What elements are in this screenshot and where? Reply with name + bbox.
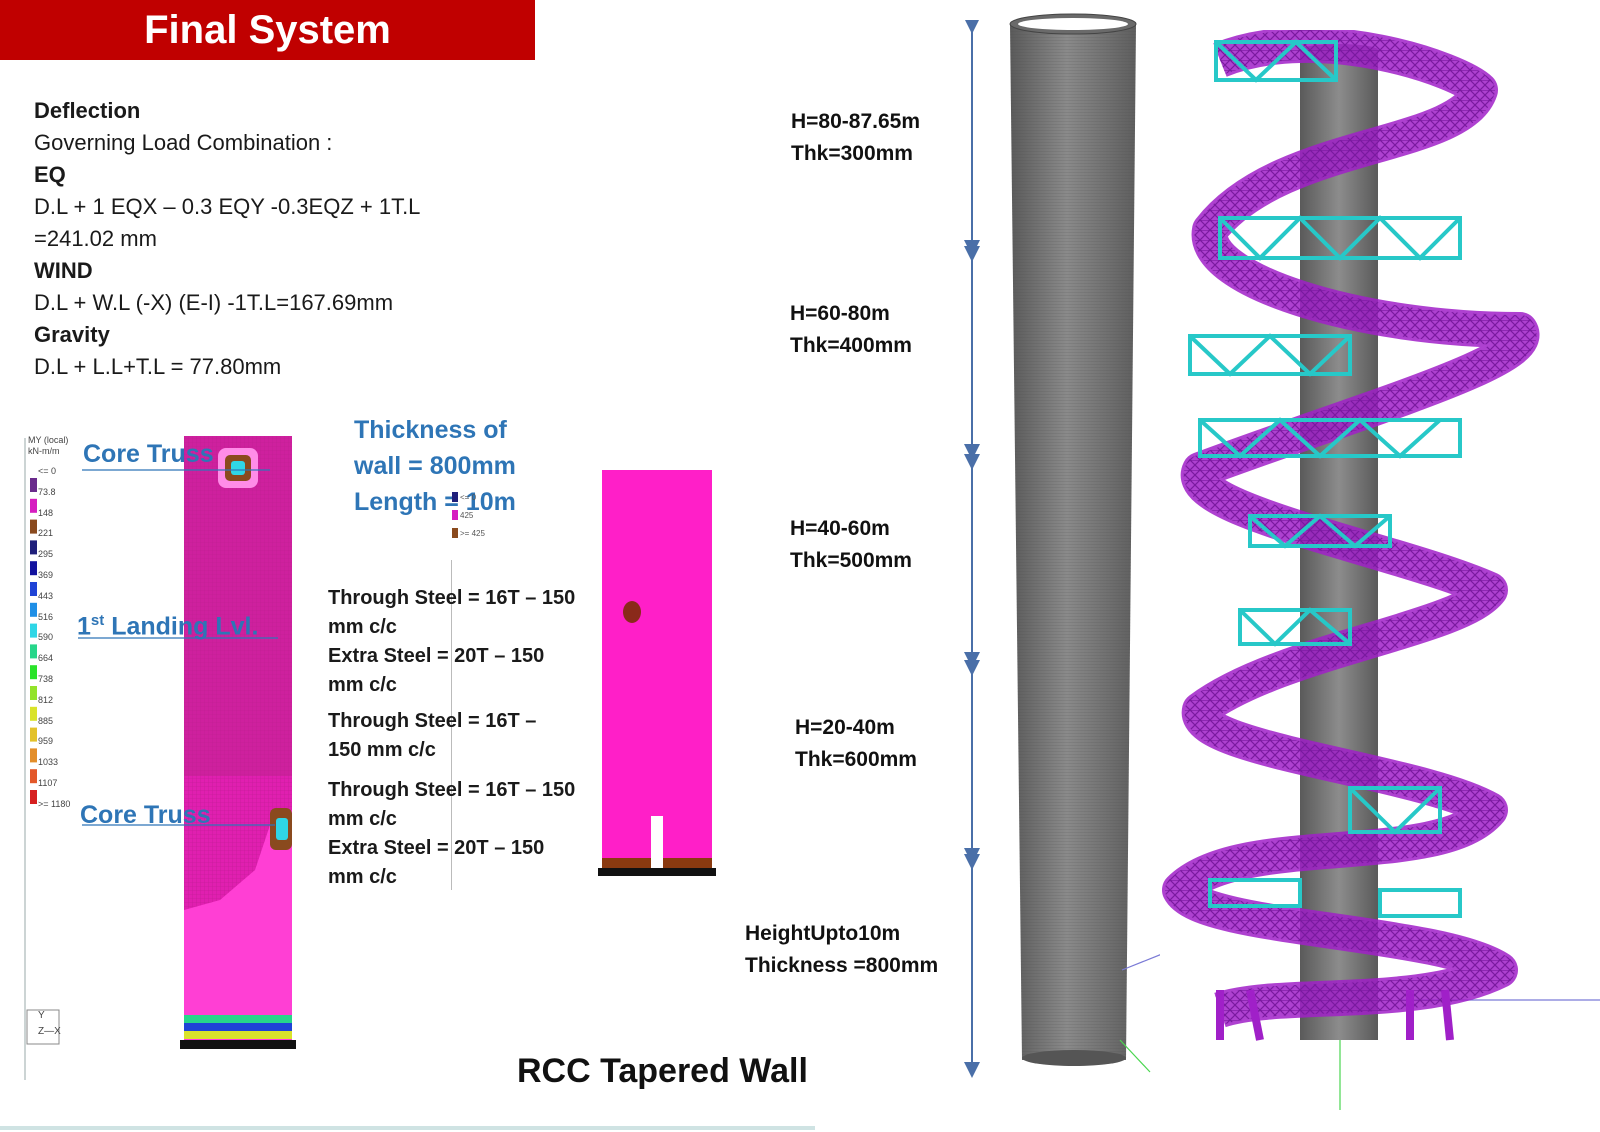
legend-value: 148 xyxy=(38,507,54,518)
core-truss-top-label: Core Truss xyxy=(83,440,214,468)
upper-contour-zone xyxy=(184,436,292,776)
steel-note-8: mm c/c xyxy=(328,808,397,830)
legend-value: 73.8 xyxy=(38,486,56,497)
steel-divider xyxy=(451,560,452,890)
legend-value: 590 xyxy=(38,632,54,643)
legend-value: 812 xyxy=(38,694,54,705)
wall-opening xyxy=(651,816,663,870)
legend-value: 1107 xyxy=(38,778,58,788)
wind-combination: D.L + W.L (-X) (E-I) -1T.L=167.69mm xyxy=(34,290,394,315)
height-dimension-line xyxy=(964,20,980,1078)
legend-swatch xyxy=(30,498,37,513)
legend-value: 664 xyxy=(38,653,54,664)
legend-swatch xyxy=(30,727,37,742)
legend-title: MY (local) kN-m/m xyxy=(28,435,69,456)
gravity-heading: Gravity xyxy=(34,322,110,347)
legend-value: 295 xyxy=(38,549,54,560)
core-truss-bottom-label: Core Truss xyxy=(80,801,211,829)
contour-legend xyxy=(30,478,37,804)
wall-elevation-base xyxy=(598,868,716,876)
legend-swatch xyxy=(30,582,37,596)
eq-heading: EQ xyxy=(34,162,66,187)
axis-zx-label: Z—X xyxy=(38,1026,61,1037)
steel-note-7: Through Steel = 16T – 150 xyxy=(328,779,576,801)
legend-value: >= 1180 xyxy=(38,798,71,809)
page-title: Final System xyxy=(144,8,391,52)
deflection-heading: Deflection xyxy=(34,98,141,123)
legend-value: 959 xyxy=(38,736,54,747)
eq-combination: D.L + 1 EQX – 0.3 EQY -0.3EQZ + 1T.L xyxy=(34,194,421,219)
spiral-ramp xyxy=(1162,30,1539,1028)
steel-note-6: 150 mm c/c xyxy=(328,739,436,761)
footer-rule xyxy=(0,1126,815,1130)
legend-swatch xyxy=(30,519,37,534)
cyan-landing-trusses xyxy=(1188,39,1462,918)
legend-value: 369 xyxy=(38,570,54,580)
governing-load-label: Governing Load Combination : xyxy=(34,130,333,155)
legend-swatch xyxy=(30,790,37,804)
wall-elevation-field xyxy=(602,470,712,870)
lower-contour-zone xyxy=(184,810,292,1046)
wall-base-support xyxy=(180,1040,296,1049)
steel-note-1: Through Steel = 16T – 150 xyxy=(328,587,576,609)
legend-value: 885 xyxy=(38,715,54,726)
legend-value: 516 xyxy=(38,611,54,622)
legend-swatch xyxy=(30,665,37,680)
legend-value: 738 xyxy=(38,674,54,684)
legend-swatch xyxy=(30,748,37,763)
rcc-tapered-wall-caption: RCC Tapered Wall xyxy=(517,1052,808,1090)
title-banner xyxy=(0,0,535,60)
wall-elevation-plot xyxy=(598,470,716,876)
first-landing-label: 1st Landing Lvl. xyxy=(77,612,259,641)
wall-thickness-note: Thickness of wall = 800mm Length = 10m xyxy=(354,416,516,516)
legend-swatch xyxy=(30,561,37,576)
legend-swatch xyxy=(30,478,37,492)
legend-swatch xyxy=(30,769,37,784)
wind-heading: WIND xyxy=(34,258,93,283)
legend-swatch xyxy=(30,540,37,555)
steel-note-5: Through Steel = 16T – xyxy=(328,710,537,732)
axis-y-label: Y xyxy=(38,1010,45,1021)
rcc-core-tube xyxy=(1009,13,1160,1073)
legend-value: 443 xyxy=(38,590,54,601)
legend-value: <= 0 xyxy=(38,466,57,476)
steel-note-10: mm c/c xyxy=(328,866,397,888)
steel-note-2: mm c/c xyxy=(328,616,397,638)
steel-note-9: Extra Steel = 20T – 150 xyxy=(328,837,545,859)
legend-swatch xyxy=(30,623,37,638)
legend-value: 1033 xyxy=(38,757,59,768)
wall-stress-spot xyxy=(623,601,641,623)
legend-swatch xyxy=(30,602,37,617)
legend-swatch xyxy=(30,686,37,700)
steel-note-3: Extra Steel = 20T – 150 xyxy=(328,645,545,667)
legend-swatch xyxy=(30,706,37,721)
legend-swatch xyxy=(30,644,37,659)
steel-note-4: mm c/c xyxy=(328,674,397,696)
small-legend: <= 0 425 >= 425 xyxy=(452,488,492,542)
helical-truss-structure xyxy=(1162,30,1600,1110)
legend-value: 221 xyxy=(38,528,54,539)
gravity-combination: D.L + L.L+T.L = 77.80mm xyxy=(34,354,282,379)
wall-contour-plot xyxy=(24,436,296,1080)
ramp-base-supports xyxy=(1216,989,1454,1041)
eq-value: =241.02 mm xyxy=(34,226,157,251)
legend-values: <= 0 73.8 148 221 295 369 443 516 590 664 738 812 88… xyxy=(38,466,78,816)
axis-triad-box xyxy=(26,1009,60,1045)
